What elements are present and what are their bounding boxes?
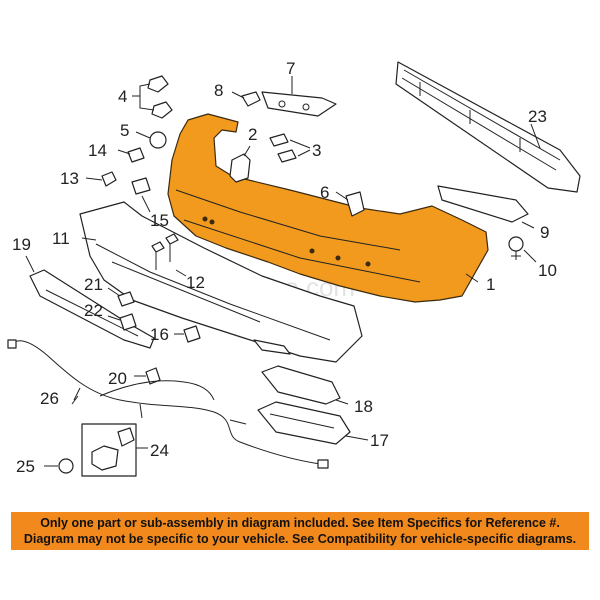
callout-18: 18 (354, 397, 373, 416)
part-26-wiring-harness (7, 339, 329, 469)
part-13-screw (85, 171, 117, 187)
callout-8: 8 (214, 81, 223, 100)
callout-23: 23 (528, 107, 547, 126)
part-11-lower-valance (79, 201, 363, 363)
callout-5: 5 (120, 121, 129, 140)
part-20-clip (134, 367, 161, 385)
callout-16: 16 (150, 325, 169, 344)
callout-7: 7 (286, 59, 295, 78)
part-6-bracket (335, 191, 365, 217)
callout-24: 24 (150, 441, 169, 460)
part-2-bracket (229, 145, 251, 183)
part-14-screw (117, 147, 145, 163)
part-15-clip (131, 177, 151, 213)
part-4-bolts (132, 75, 173, 119)
disclaimer-line-2: Diagram may not be specific to your vehi… (23, 532, 577, 546)
part-3-screws (269, 133, 311, 163)
part-17-lower-lamp (257, 401, 369, 445)
part-8-bolt (231, 91, 261, 107)
callout-17: 17 (370, 431, 389, 450)
callout-25: 25 (16, 457, 35, 476)
callout-3: 3 (312, 141, 321, 160)
callout-19: 19 (12, 235, 31, 254)
part-16-clip (174, 325, 201, 343)
disclaimer-banner: Only one part or sub-assembly in diagram… (11, 512, 589, 550)
part-22-clip (107, 313, 137, 331)
callout-13: 13 (60, 169, 79, 188)
part-10-clip (508, 236, 537, 263)
part-7-side-bracket (261, 76, 337, 117)
callout-1: 1 (486, 275, 495, 294)
callout-21: 21 (84, 275, 103, 294)
part-5-clip (135, 131, 167, 149)
callout-20: 20 (108, 369, 127, 388)
callout-6: 6 (320, 183, 329, 202)
part-24-sensor-bracket (81, 423, 148, 477)
part-18-reflector (261, 365, 349, 405)
callout-9: 9 (540, 223, 549, 242)
part-23-reinforcement-bar (395, 61, 581, 193)
callout-14: 14 (88, 141, 107, 160)
part-1-bumper-cover (167, 113, 489, 303)
part-12-bolts (151, 233, 187, 277)
callout-26: 26 (40, 389, 59, 408)
part-9-bracket (437, 185, 535, 229)
callout-11: 11 (52, 229, 70, 248)
part-25-sensor (44, 458, 74, 474)
callout-12: 12 (186, 273, 205, 292)
callout-10: 10 (538, 261, 557, 280)
callout-4: 4 (118, 87, 127, 106)
disclaimer-line-1: Only one part or sub-assembly in diagram… (40, 516, 560, 530)
part-21-bolt (107, 287, 135, 307)
callout-15: 15 (150, 211, 169, 230)
callout-22: 22 (84, 301, 103, 320)
callout-2: 2 (248, 125, 257, 144)
